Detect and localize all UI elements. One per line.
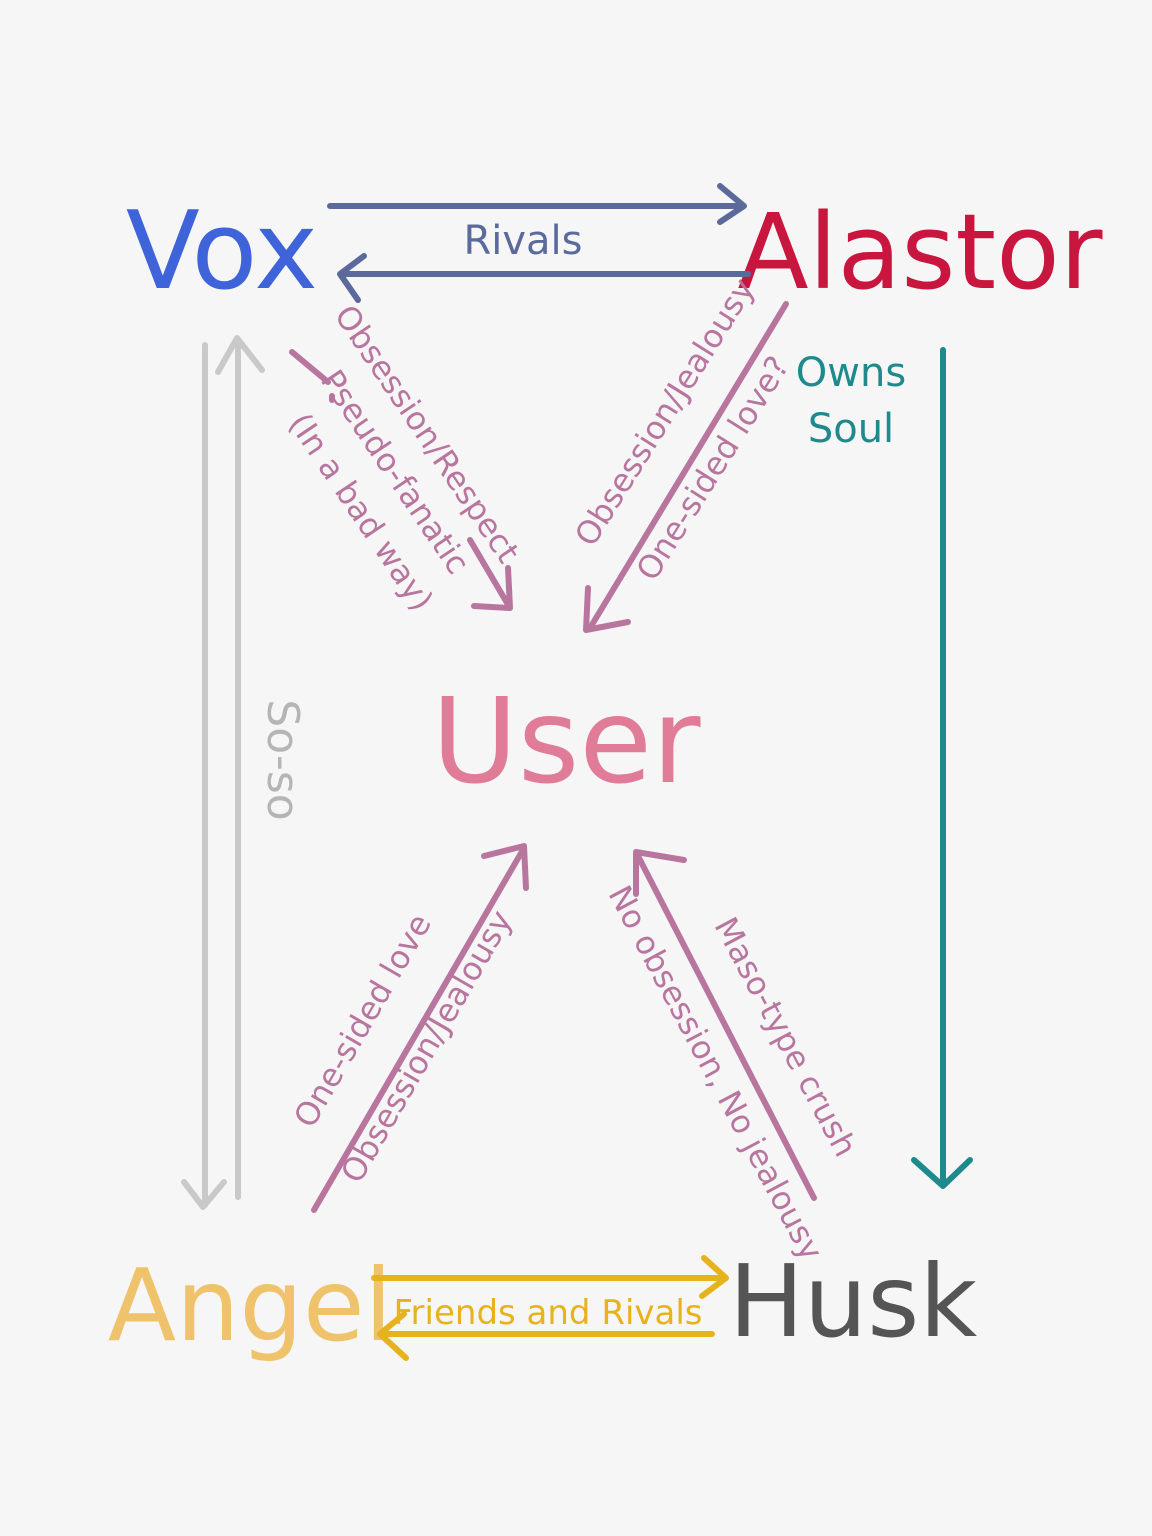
node-vox: Vox (126, 189, 318, 314)
rivals-arrow-right (327, 183, 747, 225)
node-husk: Husk (729, 1243, 978, 1360)
label-alastor-user-2: One-sided love? (629, 349, 797, 587)
node-user: User (432, 672, 701, 810)
rivals-arrow-left (337, 253, 751, 303)
soso-arrow-down (181, 342, 227, 1210)
alastor-to-user-arrow (583, 301, 789, 633)
angel-to-user-arrow (311, 843, 529, 1213)
owns-soul-arrow (911, 347, 973, 1189)
node-alastor: Alastor (737, 191, 1102, 313)
label-owns-soul-line2: Soul (808, 406, 894, 452)
label-so-so: So-so (257, 699, 308, 820)
friends-arrow-right (371, 1255, 729, 1299)
label-rivals: Rivals (463, 218, 582, 264)
label-owns-soul-line1: Owns (796, 350, 906, 396)
husk-to-user-arrow (633, 849, 817, 1201)
node-angel: Angel (108, 1247, 393, 1364)
label-friends-and-rivals: Friends and Rivals (393, 1293, 702, 1333)
vox-to-user-arrow (289, 349, 513, 611)
soso-arrow-up (215, 335, 265, 1200)
friends-arrow-left (377, 1311, 715, 1361)
